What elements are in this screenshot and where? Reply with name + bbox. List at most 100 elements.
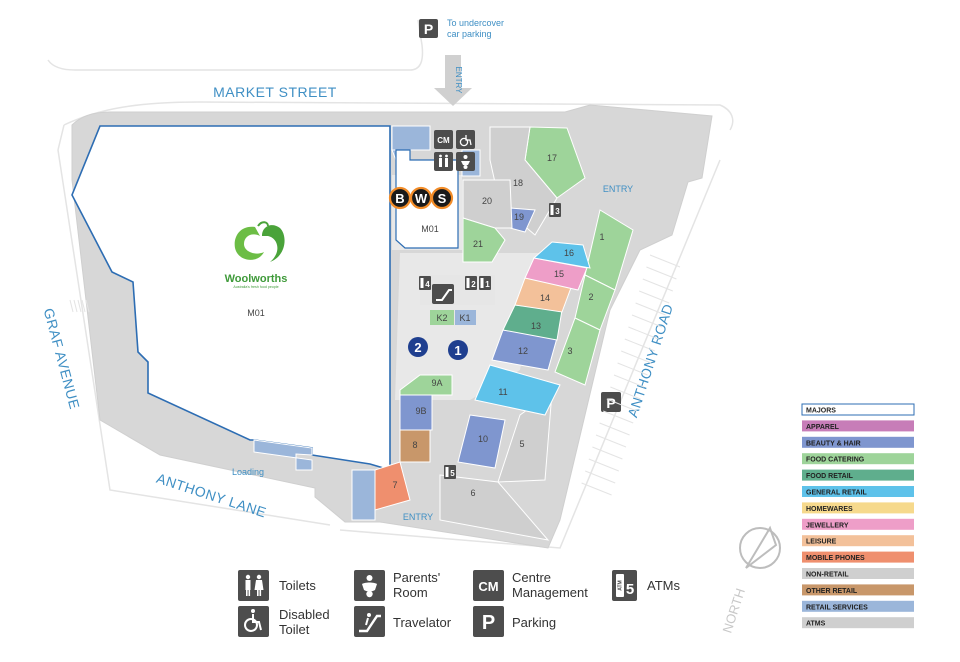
legend-item-food-retail: FOOD RETAIL bbox=[802, 469, 914, 481]
tenancy-16[interactable]: 16 bbox=[532, 241, 591, 269]
legend-item-food-catering: FOOD CATERING bbox=[802, 453, 914, 465]
legend-item-majors: MAJORS bbox=[801, 403, 915, 416]
tenancy-21[interactable]: 21 bbox=[462, 217, 506, 263]
tenancy-label: 9A bbox=[431, 378, 442, 388]
tenancy-9a[interactable]: 9A bbox=[399, 374, 453, 396]
legend-label: APPAREL bbox=[806, 424, 840, 431]
key-centre-management-icon bbox=[473, 570, 504, 601]
parking-note-line2: car parking bbox=[447, 29, 492, 39]
loading-label: Loading bbox=[232, 467, 264, 477]
tenancy-11[interactable]: 11 bbox=[474, 364, 561, 416]
info-circle-2[interactable]: 2 bbox=[408, 337, 428, 357]
tenancy-10[interactable]: 10 bbox=[457, 414, 506, 469]
legend-swatch bbox=[802, 502, 914, 514]
legend-item-homewares: HOMEWARES bbox=[802, 502, 914, 514]
info-circle-1[interactable]: 1 bbox=[448, 340, 468, 360]
legend-item-atms: ATMS bbox=[802, 617, 914, 629]
legend-label: LEISURE bbox=[806, 539, 837, 546]
legend-label: HOMEWARES bbox=[806, 506, 853, 513]
key-cm-label-2: Management bbox=[512, 585, 588, 600]
tenancy-9b[interactable]: 9B bbox=[399, 394, 433, 431]
tenancy-6[interactable]: 6 bbox=[439, 474, 550, 541]
kiosk-k1-label: K1 bbox=[459, 313, 470, 323]
legend-item-apparel: APPAREL bbox=[802, 420, 914, 432]
legend-swatch bbox=[802, 617, 914, 629]
bws-letter-w: W bbox=[409, 186, 433, 210]
legend-label: RETAIL SERVICES bbox=[806, 604, 868, 611]
tenancy-20[interactable]: 20 bbox=[462, 179, 513, 229]
tenancy-shape bbox=[554, 317, 601, 386]
tenancy-label: 2 bbox=[588, 292, 593, 302]
atm-marker: 3 bbox=[549, 203, 561, 217]
retail-services-strip[interactable] bbox=[253, 439, 313, 471]
legend-label: JEWELLERY bbox=[806, 522, 849, 529]
tenancy-shape bbox=[439, 474, 550, 541]
legend-swatch bbox=[802, 600, 914, 612]
key-disabled-label-1: Disabled bbox=[279, 607, 330, 622]
kiosk-k2-label: K2 bbox=[436, 313, 447, 323]
tenancy-label: 8 bbox=[412, 440, 417, 450]
tenancy-label: 14 bbox=[540, 293, 550, 303]
legend-item-leisure: LEISURE bbox=[802, 535, 914, 547]
disabled-icon bbox=[456, 130, 475, 149]
tenancy-8[interactable]: 8 bbox=[399, 429, 431, 463]
key-disabled-label-2: Toilet bbox=[279, 622, 310, 637]
retail-services-strip[interactable] bbox=[391, 125, 431, 151]
legend-item-jewellery: JEWELLERY bbox=[802, 518, 914, 530]
key-atm-count: 5 bbox=[626, 581, 634, 598]
woolworths-tagline: Australia's fresh food people bbox=[233, 285, 278, 289]
woolworths-leaf-icon bbox=[234, 221, 285, 262]
legend-label: GENERAL RETAIL bbox=[806, 490, 868, 497]
retail-services-strip[interactable] bbox=[351, 469, 376, 521]
tenancy-label: 1 bbox=[599, 232, 604, 242]
bws-code: M01 bbox=[421, 224, 439, 234]
parking-icon: P bbox=[424, 21, 433, 37]
cm-text: CM bbox=[437, 136, 450, 145]
tenancy-shape bbox=[474, 364, 561, 416]
travelator-icon bbox=[436, 289, 452, 301]
tenancy-label: 13 bbox=[531, 321, 541, 331]
parking-marker: P bbox=[601, 392, 621, 412]
parking-note-line1: To undercover bbox=[447, 18, 504, 28]
key-atm-text: ATM bbox=[618, 580, 624, 590]
entry-label-top: ENTRY bbox=[454, 67, 463, 95]
key-parking-icon bbox=[473, 606, 504, 637]
tenancy-shape bbox=[399, 374, 453, 396]
key-parents-label-1: Parents' bbox=[393, 570, 440, 585]
bws-letter-text: B bbox=[395, 191, 404, 206]
key-cm-label-1: Centre bbox=[512, 570, 551, 585]
tenancy-3[interactable]: 3 bbox=[554, 317, 601, 386]
atm-count: 2 bbox=[471, 280, 476, 289]
bws-letter-b: B bbox=[388, 186, 412, 210]
bws-letter-text: W bbox=[415, 191, 428, 206]
tenancy-label: 19 bbox=[514, 212, 524, 222]
atm-marker: 5 bbox=[444, 465, 456, 479]
legend-item-general-retail: GENERAL RETAIL bbox=[802, 486, 914, 497]
toilets-icon bbox=[434, 152, 453, 171]
entry-label-right: ENTRY bbox=[603, 184, 633, 194]
legend-item-non-retail: NON-RETAIL bbox=[802, 568, 914, 579]
legend-label: FOOD RETAIL bbox=[806, 473, 854, 480]
info-circle-2-label: 2 bbox=[414, 340, 421, 355]
amenity-tiles: CM bbox=[434, 130, 475, 171]
atm-count: 4 bbox=[425, 280, 430, 289]
legend-item-retail-services: RETAIL SERVICES bbox=[802, 600, 914, 612]
graf-avenue-label: GRAF AVENUE bbox=[41, 306, 83, 411]
legend-swatch bbox=[802, 551, 914, 563]
undercover-parking-note: P To undercover car parking bbox=[419, 18, 504, 39]
parking-marker-icon: P bbox=[606, 395, 615, 411]
legend-label: OTHER RETAIL bbox=[806, 588, 858, 595]
kiosk-k1[interactable] bbox=[455, 310, 476, 325]
kiosk-k2[interactable] bbox=[430, 310, 454, 325]
tenancy-label: 16 bbox=[564, 248, 574, 258]
entry-label-bottom: ENTRY bbox=[403, 512, 433, 522]
bws-letter-text: S bbox=[438, 191, 447, 206]
legend-swatch bbox=[802, 535, 914, 547]
tenancy-label: 17 bbox=[547, 153, 557, 163]
tenancy-shape bbox=[399, 394, 433, 431]
north-arrow: NORTH bbox=[719, 525, 781, 635]
key-toilets-icon bbox=[238, 570, 269, 601]
atm-count: 5 bbox=[450, 469, 455, 478]
